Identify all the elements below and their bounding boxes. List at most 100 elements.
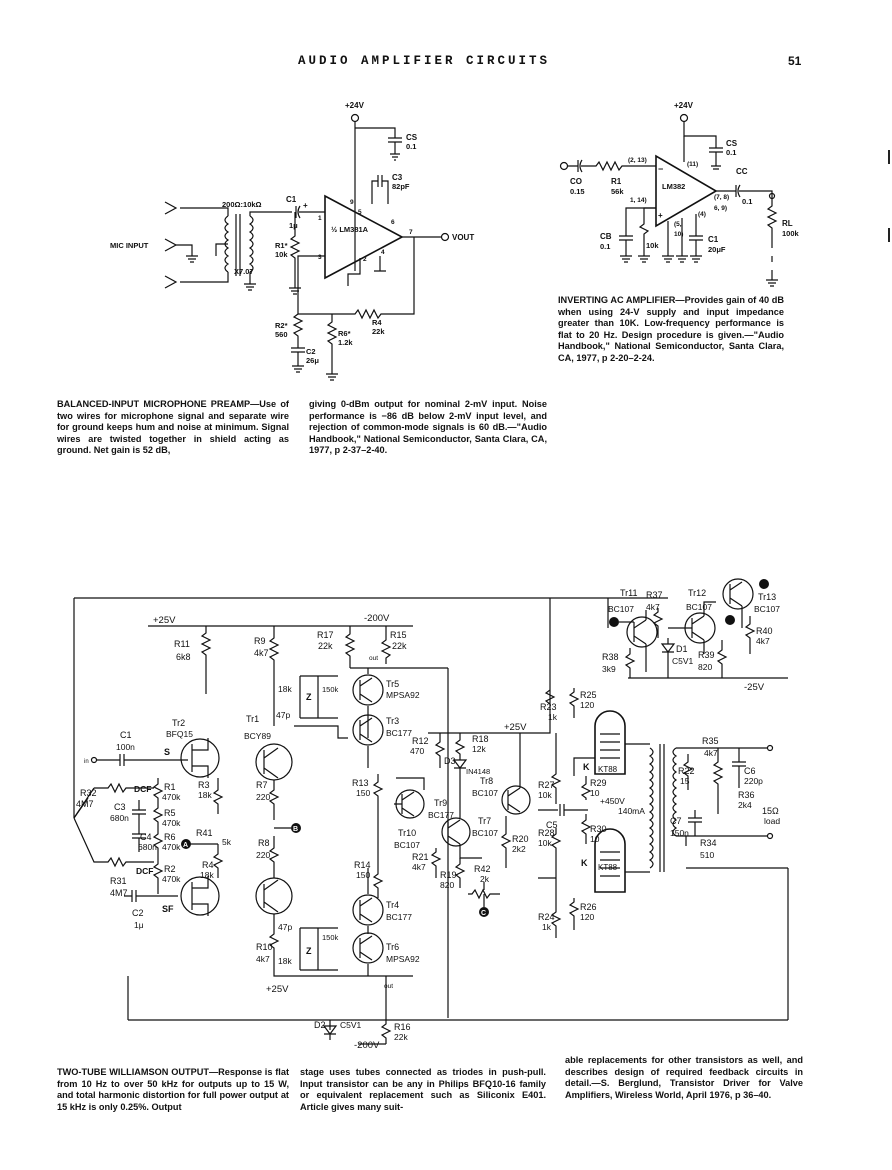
w-tr11 <box>626 616 658 648</box>
w-kt88-bottom: KT88 <box>598 863 618 872</box>
w-r20: R20 <box>512 834 529 844</box>
w-minus200-bottom: -200V <box>354 1040 380 1051</box>
w-r18k-b: 18k <box>278 956 292 966</box>
w-d3type: IN4148 <box>466 767 490 776</box>
w-plus25-label: +25V <box>153 615 176 626</box>
w-r19: R19 <box>440 870 457 880</box>
w-r21: R21 <box>412 852 429 862</box>
r2-value: 560 <box>275 330 288 339</box>
w-r18: R18 <box>472 734 489 744</box>
section-title: AUDIO AMPLIFIER CIRCUITS <box>298 54 551 68</box>
scan-edge-mark <box>888 228 890 242</box>
w-tr8-type: BC107 <box>472 788 498 798</box>
w-r26v: 120 <box>580 912 594 922</box>
w-load: 15Ω <box>762 806 779 816</box>
w-tr9-type: BC177 <box>428 810 454 820</box>
c1-label: C1 <box>286 195 297 204</box>
w-r23v: 1k <box>548 712 558 722</box>
w-tr7 <box>441 817 471 847</box>
w-c47p2: 47p <box>278 922 292 932</box>
c1-value: 1μ <box>289 221 298 230</box>
w-r10: R10 <box>256 942 273 952</box>
w-tr2-label: Tr2 <box>172 718 185 728</box>
preamp-caption-text-2: giving 0-dBm output for nominal 2-mV inp… <box>309 399 547 456</box>
w-c3v: 680n <box>110 813 129 823</box>
w-tr2 <box>180 738 220 778</box>
w-c6: C6 <box>744 766 756 776</box>
inverting-amp-caption: INVERTING AC AMPLIFIER—Provides gain of … <box>558 295 784 365</box>
w-node-a-right <box>609 617 619 627</box>
w-c2: C2 <box>132 908 144 918</box>
w-z18k: 18k <box>278 684 292 694</box>
w-tr13 <box>722 578 754 610</box>
w-r29v: 10 <box>590 788 600 798</box>
w-r42: R42 <box>474 864 491 874</box>
williamson-caption-text-2: stage uses tubes connected as triodes in… <box>300 1067 546 1112</box>
w-r1: R1 <box>164 782 176 792</box>
inv-input-terminal <box>559 161 569 171</box>
w-tr1-type: BCY89 <box>244 731 271 741</box>
c3-value: 82pF <box>392 182 410 191</box>
pin5: 5 <box>358 209 362 216</box>
w-r2: R2 <box>164 864 176 874</box>
pins-6-9: 6, 9) <box>714 205 727 212</box>
w-tr3-type: BC177 <box>386 728 412 738</box>
w-c4v: 680n <box>138 842 157 852</box>
c2-value: 26μ <box>306 356 319 365</box>
w-r6v: 470k <box>162 842 181 852</box>
w-r15: R15 <box>390 630 407 640</box>
w-c1: C1 <box>120 730 132 740</box>
w-r39v: 820 <box>698 662 712 672</box>
w-c47p: 47p <box>276 710 290 720</box>
williamson-caption-text-3: able replacements for other transistors … <box>565 1055 803 1100</box>
w-r13v: 150 <box>356 788 370 798</box>
w-r28: R28 <box>538 828 555 838</box>
w-r3v: 18k <box>198 790 212 800</box>
pins-11: (11) <box>687 161 698 168</box>
w-c7v: 150n <box>670 828 689 838</box>
w-r28v: 10k <box>538 838 552 848</box>
w-140ma: 140mA <box>618 806 645 816</box>
w-r34v: 510 <box>700 850 714 860</box>
scan-edge-mark <box>888 150 890 164</box>
pin1: 1 <box>318 215 322 222</box>
w-tr5 <box>352 674 384 706</box>
w-s: S <box>164 747 170 757</box>
williamson-caption-col2: stage uses tubes connected as triodes in… <box>300 1067 546 1113</box>
inv-cs-label: CS <box>726 139 738 148</box>
w-r150k: 150k <box>322 685 339 694</box>
pin2: 2 <box>363 256 367 263</box>
w-node-b-right <box>725 615 735 625</box>
w-node-c-right <box>759 579 769 589</box>
w-r42v: 2k <box>480 874 490 884</box>
w-r20v: 2k2 <box>512 844 526 854</box>
w-r16: R16 <box>394 1022 411 1032</box>
w-r1v: 470k <box>162 792 181 802</box>
w-r35: R35 <box>702 736 719 746</box>
c2-label: C2 <box>306 347 316 356</box>
inv-cb-value: 0.1 <box>600 242 610 251</box>
inv-r1-label: R1 <box>611 177 622 186</box>
w-r17v: 22k <box>318 641 333 651</box>
w-c7: C7 <box>670 816 682 826</box>
w-tr12-label: Tr12 <box>688 588 706 598</box>
w-sf: SF <box>162 904 174 914</box>
r1-value: 10k <box>275 250 288 259</box>
w-r10v: 4k7 <box>256 954 270 964</box>
w-tr7-type: BC107 <box>472 828 498 838</box>
w-r3: R3 <box>198 780 210 790</box>
w-out-bottom: out <box>384 983 393 990</box>
w-r12v: 470 <box>410 746 424 756</box>
w-r40: R40 <box>756 626 773 636</box>
w-z: Z <box>306 692 312 702</box>
inv-rl-value: 100k <box>782 229 800 238</box>
w-r2v: 470k <box>162 874 181 884</box>
inv-c1-value: 20μF <box>708 245 726 254</box>
w-r34: R34 <box>700 838 717 848</box>
preamp-caption-col1: BALANCED-INPUT MICROPHONE PREAMP—Use of … <box>57 399 289 457</box>
c1-plus: + <box>303 201 308 210</box>
williamson-caption-col1: TWO-TUBE WILLIAMSON OUTPUT—Response is f… <box>57 1067 289 1113</box>
w-plus450: +450V <box>600 796 625 806</box>
w-dcf: DCF <box>134 784 151 794</box>
w-tr10-label: Tr10 <box>398 828 416 838</box>
